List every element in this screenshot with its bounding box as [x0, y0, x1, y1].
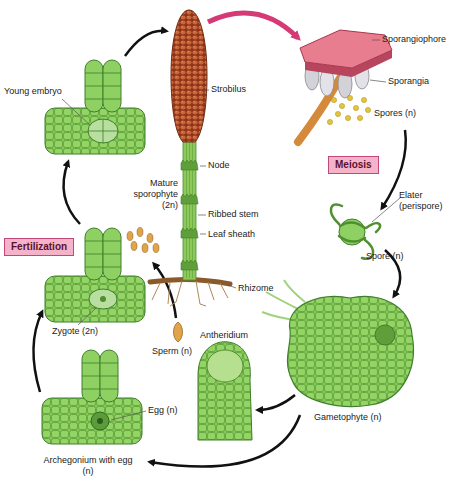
antheridium-figure	[198, 342, 252, 440]
leaf-sheath	[181, 228, 198, 238]
part-label: Elater (perispore)	[399, 190, 451, 212]
gametophyte-figure	[262, 280, 413, 406]
cycle-arrow	[33, 312, 42, 392]
spore-figure	[331, 204, 380, 258]
cycle-arrow	[125, 31, 166, 56]
part-label: Leaf sheath	[208, 229, 255, 240]
zygote	[89, 289, 117, 309]
leaf-sheath	[181, 260, 198, 270]
strobilus	[171, 10, 207, 142]
sperm-cells	[207, 350, 243, 382]
part-label: Spore (n)	[366, 251, 404, 262]
antheridium	[198, 342, 252, 440]
zygote-nucleus	[100, 296, 106, 302]
stage-box: Fertilization	[4, 238, 74, 256]
egg-nucleus	[97, 418, 103, 424]
archegonium	[42, 350, 142, 444]
part-label: Sperm (n)	[152, 346, 192, 357]
part-label: Archegonium with egg (n)	[38, 455, 138, 477]
spores	[327, 95, 370, 124]
gametophyte-cup	[375, 325, 395, 345]
part-label: Sporangia	[388, 76, 429, 87]
stage-name: Fertilization	[11, 241, 67, 252]
sperm-cluster	[127, 228, 159, 253]
part-label: Young embryo	[4, 86, 62, 97]
gametophyte	[287, 297, 413, 407]
part-label: Egg (n)	[148, 405, 178, 416]
stage-box: Meiosis	[328, 156, 379, 174]
part-label: Sporangiophore	[382, 34, 446, 45]
leaf-sheath	[181, 160, 198, 170]
strobilus-arrow	[208, 13, 298, 38]
cycle-arrow	[64, 162, 80, 224]
cycle-arrow	[154, 264, 176, 318]
leader-lines	[62, 40, 400, 420]
part-label: Node	[208, 160, 230, 171]
sporangiophore-cap	[300, 30, 392, 68]
part-label: Zygote (2n)	[52, 326, 98, 337]
stage-name: Meiosis	[335, 159, 372, 170]
sporangiophore-figure	[298, 30, 392, 142]
embryo-cells	[88, 119, 118, 143]
young-embryo	[88, 119, 118, 143]
part-label: Ribbed stem	[208, 209, 259, 220]
part-label: Spores (n)	[374, 108, 416, 119]
part-label: Mature sporophyte (2n)	[122, 178, 178, 211]
cycle-arrow	[258, 395, 295, 410]
sperm	[174, 322, 183, 342]
roots	[152, 281, 228, 306]
part-label: Strobilus	[211, 84, 246, 95]
egg	[91, 412, 109, 430]
part-label: Antheridium	[200, 330, 248, 341]
part-label: Rhizome	[238, 283, 274, 294]
part-label: Gametophyte (n)	[314, 412, 382, 423]
sporophyte-figure	[150, 10, 230, 306]
archegonium-with-embryo	[45, 60, 145, 154]
elater	[331, 204, 380, 258]
leaf-sheath	[181, 194, 198, 204]
